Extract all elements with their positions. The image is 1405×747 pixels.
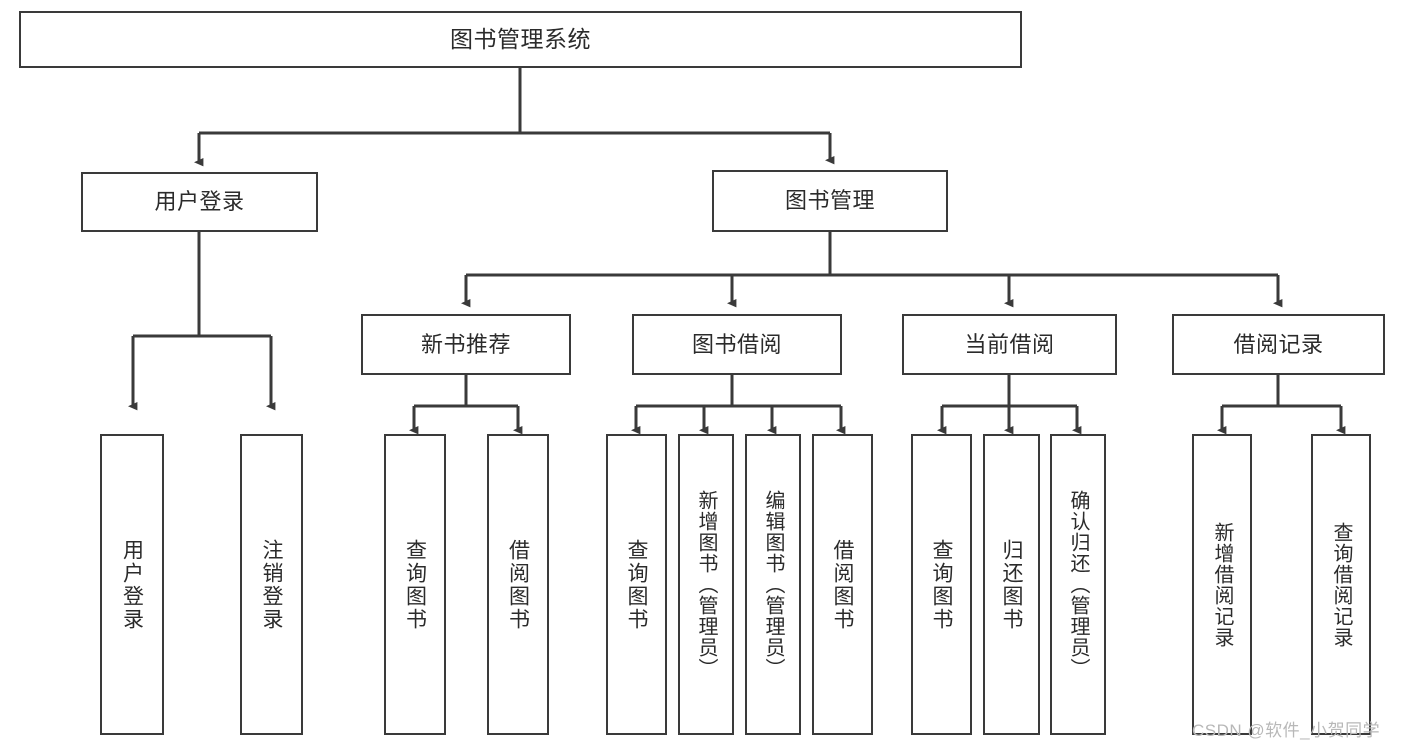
- leaf-logout-login-label: 注销登录: [260, 538, 283, 631]
- leaf-user-login-label: 用户登录: [120, 538, 144, 631]
- leaf-confirm-return-admin-label: 确认归还（管理员）: [1067, 490, 1089, 679]
- leaf-query-book-borrow[interactable]: 查询图书: [606, 434, 667, 735]
- leaf-logout-login[interactable]: 注销登录: [240, 434, 303, 735]
- leaf-confirm-return-admin[interactable]: 确认归还（管理员）: [1050, 434, 1106, 735]
- leaf-query-book-recommend-label: 查询图书: [403, 538, 427, 631]
- leaf-query-borrow-record-label: 查询借阅记录: [1330, 521, 1352, 648]
- leaf-query-book-recommend[interactable]: 查询图书: [384, 434, 446, 735]
- leaf-add-borrow-record[interactable]: 新增借阅记录: [1192, 434, 1252, 735]
- leaf-borrow-book-recommend[interactable]: 借阅图书: [487, 434, 549, 735]
- node-book-borrow[interactable]: 图书借阅: [632, 314, 842, 375]
- node-root-system[interactable]: 图书管理系统: [19, 11, 1022, 68]
- leaf-query-book-borrow-label: 查询图书: [625, 538, 648, 631]
- leaf-query-book-current-label: 查询图书: [930, 538, 953, 631]
- node-user-login-label: 用户登录: [154, 189, 245, 215]
- leaf-query-borrow-record[interactable]: 查询借阅记录: [1311, 434, 1371, 735]
- leaf-borrow-book-borrow[interactable]: 借阅图书: [812, 434, 873, 735]
- leaf-query-book-current[interactable]: 查询图书: [911, 434, 972, 735]
- node-book-borrow-label: 图书借阅: [691, 331, 782, 357]
- leaf-borrow-book-recommend-label: 借阅图书: [506, 538, 530, 631]
- leaf-return-book[interactable]: 归还图书: [983, 434, 1040, 735]
- leaf-add-borrow-record-label: 新增借阅记录: [1211, 521, 1233, 648]
- node-user-login[interactable]: 用户登录: [81, 172, 318, 232]
- node-root-system-label: 图书管理系统: [450, 26, 591, 53]
- node-borrow-record-label: 借阅记录: [1233, 331, 1324, 357]
- node-borrow-record[interactable]: 借阅记录: [1172, 314, 1385, 375]
- leaf-edit-book-admin[interactable]: 编辑图书（管理员）: [745, 434, 801, 735]
- csdn-watermark: CSDN @软件_小贺同学: [1192, 721, 1381, 740]
- node-book-management-label: 图书管理: [784, 188, 875, 214]
- node-current-borrow[interactable]: 当前借阅: [902, 314, 1117, 375]
- node-current-borrow-label: 当前借阅: [964, 331, 1055, 357]
- leaf-return-book-label: 归还图书: [1000, 538, 1023, 631]
- leaf-add-book-admin-label: 新增图书（管理员）: [695, 490, 717, 679]
- node-book-management[interactable]: 图书管理: [712, 170, 948, 232]
- node-new-book-recommend[interactable]: 新书推荐: [361, 314, 571, 375]
- leaf-borrow-book-borrow-label: 借阅图书: [831, 538, 854, 631]
- leaf-user-login[interactable]: 用户登录: [100, 434, 164, 735]
- node-new-book-recommend-label: 新书推荐: [420, 331, 511, 357]
- leaf-edit-book-admin-label: 编辑图书（管理员）: [762, 490, 784, 679]
- leaf-add-book-admin[interactable]: 新增图书（管理员）: [678, 434, 734, 735]
